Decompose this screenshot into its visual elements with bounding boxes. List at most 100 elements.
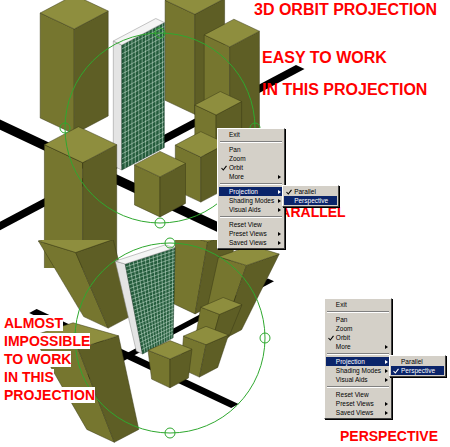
menu-label: Shading Modes — [229, 197, 274, 204]
menu-label: Orbit — [229, 164, 243, 171]
menu-label: Parallel — [294, 188, 316, 195]
window-line — [169, 250, 170, 340]
menu-item: Parallel — [391, 357, 444, 366]
building-roof — [201, 298, 242, 315]
menu-label: Shading Modes — [336, 367, 381, 374]
menu-item: Projection — [326, 357, 390, 366]
arcball-handle — [165, 238, 175, 248]
menu-separator — [220, 183, 282, 185]
window-line — [122, 42, 165, 65]
menu-label: More — [336, 343, 351, 350]
check-mark — [328, 335, 334, 341]
menu-item: Exit — [219, 130, 283, 139]
menu-item: Perspective — [284, 196, 337, 205]
menu-label: Zoom — [229, 155, 246, 162]
menu-label: Perspective — [294, 197, 328, 204]
window-line — [122, 57, 165, 80]
menu-label: Preset Views — [336, 400, 374, 407]
window-line — [131, 40, 132, 165]
window-line — [122, 67, 165, 90]
menu-item: Exit — [326, 300, 390, 309]
arcball-handle — [165, 428, 175, 438]
check-stroke — [287, 189, 292, 193]
window-line — [122, 77, 165, 100]
menu-item: Reset View — [219, 220, 283, 229]
menu-item: Shading Modes — [219, 196, 283, 205]
check-mark — [393, 368, 399, 374]
menu-item: More — [219, 172, 283, 181]
menu-label: Orbit — [336, 334, 350, 341]
window-line — [157, 254, 162, 344]
window-line — [122, 117, 165, 140]
menu-label: Exit — [336, 301, 347, 308]
menu-label: Preset Views — [229, 230, 267, 237]
window-line — [142, 34, 143, 159]
menu-separator — [327, 353, 389, 355]
window-line — [122, 97, 165, 120]
building-roof — [195, 92, 242, 116]
menu-label: More — [229, 173, 244, 180]
window-line — [122, 132, 165, 155]
building-face — [40, 13, 74, 134]
window-line — [133, 261, 147, 351]
window-line — [122, 92, 165, 115]
menu-label: Exit — [229, 131, 240, 138]
window-line — [129, 263, 145, 353]
window-line — [122, 127, 165, 150]
submenu-arrow — [278, 232, 281, 236]
window-line — [155, 27, 156, 152]
building-roof — [184, 326, 229, 344]
menu-separator — [327, 386, 389, 388]
window-line — [122, 62, 165, 85]
submenu-arrow — [278, 175, 281, 179]
arcball-handle — [155, 218, 165, 228]
title-text: 3D ORBIT PROJECTION — [254, 1, 437, 18]
menu-item: More — [326, 342, 390, 351]
menu-item: Orbit — [219, 163, 283, 172]
window-line — [145, 32, 146, 157]
building — [148, 341, 192, 388]
parallel-scene — [0, 0, 305, 268]
building — [40, 0, 108, 134]
menu-item: Saved Views — [326, 408, 390, 417]
submenu-arrow — [278, 208, 281, 212]
menu-label: Reset View — [336, 391, 369, 398]
window-line — [122, 102, 165, 125]
window-line — [161, 252, 164, 342]
submenu-arrow — [385, 345, 388, 349]
menu-label: Reset View — [229, 221, 262, 228]
context-menu: ExitPanZoomOrbitMoreProjectionShading Mo… — [324, 298, 392, 419]
window-line — [122, 107, 165, 130]
window-line — [125, 43, 126, 168]
window-line — [122, 112, 165, 135]
tower-glass-face — [125, 248, 175, 354]
window-line — [148, 31, 149, 156]
window-line — [172, 248, 173, 338]
menu-label: Saved Views — [336, 409, 373, 416]
submenu-arrow — [385, 402, 388, 406]
check-mark — [221, 165, 227, 171]
submenu-arrow — [385, 360, 388, 364]
window-line — [122, 47, 165, 70]
submenu: ParallelPerspective — [282, 185, 339, 207]
menu-item: Orbit — [326, 333, 390, 342]
view-label-box: PERSPECTIVE — [340, 428, 438, 444]
arcball-handle — [260, 333, 270, 343]
menu-label: Pan — [336, 316, 348, 323]
window-line — [122, 52, 165, 75]
menu-label: Saved Views — [229, 239, 266, 246]
building-roof — [165, 0, 225, 14]
building — [135, 151, 186, 217]
submenu-arrow — [385, 378, 388, 382]
menu-item: Perspective — [391, 366, 444, 375]
submenu-arrow — [278, 190, 281, 194]
building-face — [74, 11, 108, 134]
menu-item: Reset View — [326, 390, 390, 399]
menu-item: Visual Aids — [326, 375, 390, 384]
building-roof — [38, 240, 113, 253]
menu-label: Pan — [229, 146, 241, 153]
tower-glass-face — [122, 23, 165, 171]
check-stroke — [222, 165, 227, 169]
window-line — [122, 87, 165, 110]
arcball-handle — [155, 28, 165, 38]
